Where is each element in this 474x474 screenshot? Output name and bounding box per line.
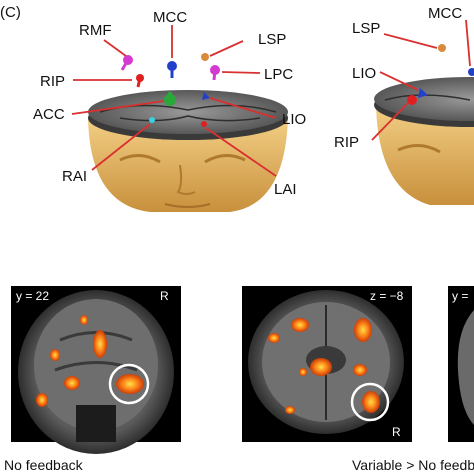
coronal-side: R	[160, 289, 169, 303]
roi-circle	[350, 382, 390, 422]
label-right-rip: RIP	[334, 134, 359, 151]
slice-axial: z = −8 R	[242, 286, 412, 442]
activation-blob	[50, 349, 60, 361]
label-mcc: MCC	[153, 9, 187, 26]
label-lpc: LPC	[264, 66, 293, 83]
caption-left: No feedback	[4, 457, 84, 473]
marker-rai	[149, 117, 155, 123]
marker-lai	[201, 121, 207, 127]
marker-lsp	[201, 53, 209, 61]
activation-blob	[362, 391, 380, 413]
coronal-coord: y = 22	[16, 289, 49, 303]
marker-mcc	[167, 61, 177, 71]
partial-coord: y =	[452, 289, 468, 303]
label-lio: LIO	[282, 111, 306, 128]
label-lsp: LSP	[258, 31, 286, 48]
panel-label: (C)	[0, 4, 21, 21]
label-rmf: RMF	[79, 22, 112, 39]
slice-coronal: y = 22 R	[11, 286, 181, 454]
marker-lio	[202, 92, 210, 100]
marker-rmf	[123, 55, 133, 65]
caption-right: Variable > No feedback	[352, 457, 474, 473]
label-rai: RAI	[62, 168, 87, 185]
activation-blob	[299, 368, 307, 376]
marker-acc	[164, 94, 176, 106]
axial-coord: z = −8	[370, 289, 404, 303]
roi-circle	[108, 363, 150, 405]
activation-blob	[116, 374, 144, 394]
marker-right-lio	[418, 88, 428, 98]
activation-blob	[310, 358, 332, 376]
activation-blob	[64, 376, 80, 390]
activation-blob	[80, 315, 88, 325]
head-render-right	[374, 44, 474, 205]
label-acc: ACC	[33, 106, 65, 123]
label-right-lio: LIO	[352, 65, 376, 82]
slice-partial: y =	[448, 286, 474, 442]
label-right-lsp: LSP	[352, 20, 380, 37]
activation-blob	[268, 333, 280, 343]
label-right-mcc: MCC	[428, 5, 462, 22]
marker-right-mcc	[468, 68, 474, 76]
activation-blob	[353, 364, 367, 376]
marker-rip	[136, 74, 144, 82]
activation-blob	[285, 406, 295, 414]
leader-lines-right	[371, 19, 471, 141]
activation-blob	[93, 330, 107, 358]
label-rip: RIP	[40, 73, 65, 90]
axial-side: R	[392, 425, 401, 439]
activation-blob	[291, 318, 309, 332]
marker-right-lsp	[438, 44, 446, 52]
activation-blob	[36, 393, 48, 407]
marker-right-rip	[407, 95, 417, 105]
marker-lpc	[210, 65, 220, 75]
leader-lines-left	[71, 25, 277, 177]
label-lai: LAI	[274, 181, 297, 198]
activation-blob	[354, 318, 372, 342]
electrode-markers-left	[120, 53, 220, 127]
